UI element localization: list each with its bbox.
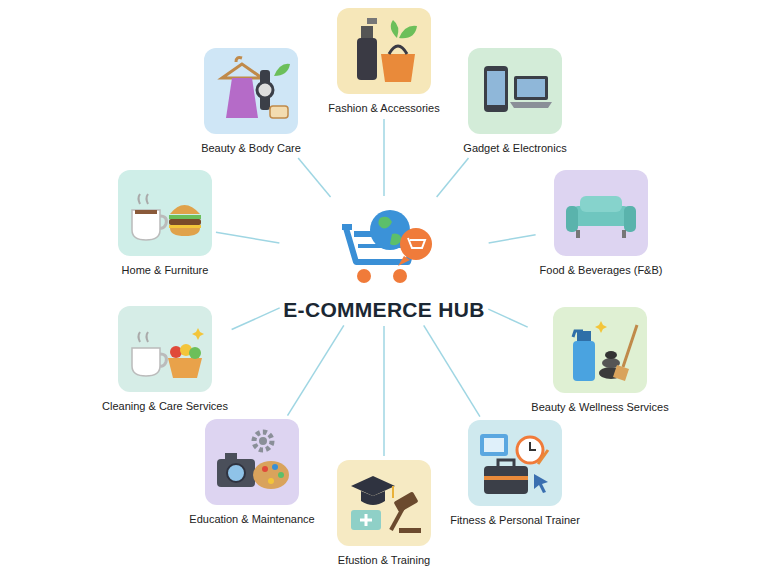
icon-tile [118, 170, 212, 256]
category-label: Beauty & Wellness Services [531, 401, 668, 414]
icon-illustration [204, 48, 298, 134]
connector-line [216, 232, 279, 243]
icon-illustration [118, 170, 212, 256]
icon-tile [337, 8, 431, 94]
category-node: Gadget & Electronics [463, 48, 566, 155]
hub-title: E-COMMERCE HUB [283, 298, 484, 322]
icon-tile [468, 420, 562, 506]
category-label: Education & Maintenance [189, 513, 314, 526]
connector-line [437, 158, 469, 197]
connector-line [298, 158, 330, 197]
icon-tile [118, 306, 212, 392]
category-label: Fitness & Personal Trainer [450, 514, 580, 527]
category-node: Beauty & Wellness Services [531, 307, 668, 414]
category-label: Gadget & Electronics [463, 142, 566, 155]
category-node: Fitness & Personal Trainer [450, 420, 580, 527]
icon-tile [205, 419, 299, 505]
category-node: Home & Furniture [118, 170, 212, 277]
category-node: Food & Beverages (F&B) [540, 170, 663, 277]
category-label: Home & Furniture [122, 264, 209, 277]
connector-line [383, 119, 385, 196]
icon-illustration [118, 306, 212, 392]
category-label: Beauty & Body Care [201, 142, 301, 155]
icon-illustration [553, 307, 647, 393]
icon-illustration [468, 420, 562, 506]
icon-illustration [468, 48, 562, 134]
category-node: Education & Maintenance [189, 419, 314, 526]
icon-tile [468, 48, 562, 134]
icon-tile [554, 170, 648, 256]
connector-line [488, 309, 527, 327]
hub-node: E-COMMERCE HUB [283, 200, 484, 322]
category-label: Cleaning & Care Services [102, 400, 228, 413]
category-label: Food & Beverages (F&B) [540, 264, 663, 277]
category-node: Fashion & Accessories [328, 8, 439, 115]
connector-line [489, 235, 536, 243]
icon-tile [553, 307, 647, 393]
connector-line [232, 308, 280, 330]
category-label: Fashion & Accessories [328, 102, 439, 115]
cart-icon [324, 200, 444, 296]
icon-tile [337, 460, 431, 546]
category-node: Cleaning & Care Services [102, 306, 228, 413]
connector-line [288, 325, 344, 415]
icon-tile [204, 48, 298, 134]
connector-line [424, 325, 480, 416]
category-node: Efustion & Training [337, 460, 431, 567]
icon-illustration [337, 8, 431, 94]
category-node: Beauty & Body Care [201, 48, 301, 155]
category-label: Efustion & Training [338, 554, 430, 567]
connector-line [383, 326, 385, 456]
icon-illustration [554, 170, 648, 256]
icon-illustration [324, 200, 444, 296]
icon-illustration [205, 419, 299, 505]
icon-illustration [337, 460, 431, 546]
